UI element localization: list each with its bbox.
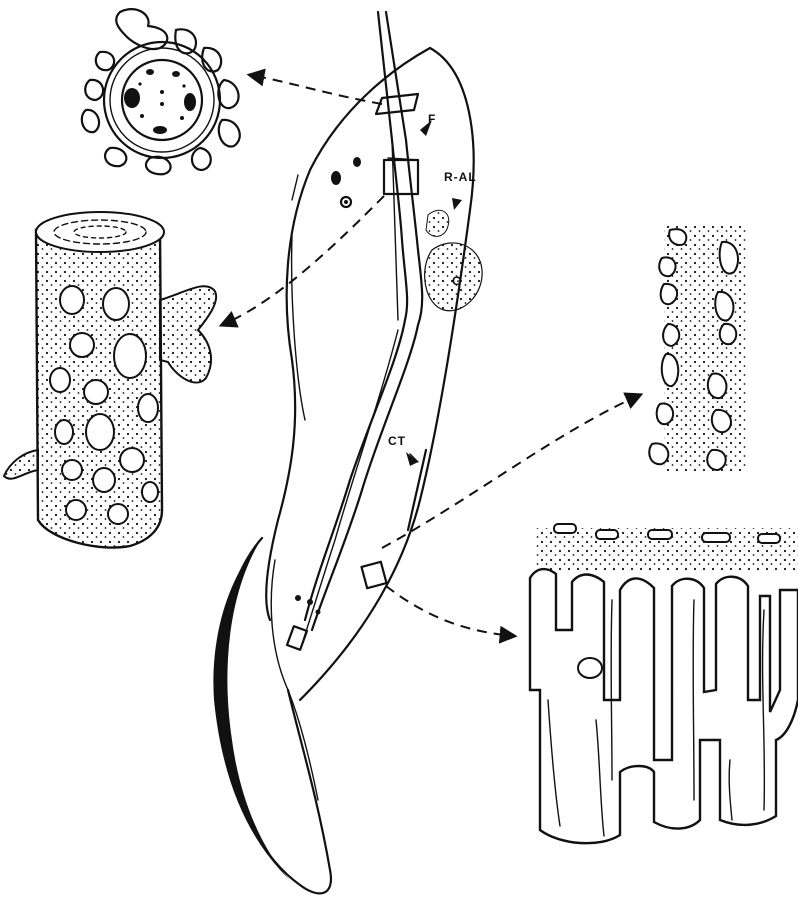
perforated-tube-view — [4, 212, 216, 548]
arrow-to-cross-section — [250, 75, 382, 104]
label-ct: CT — [388, 434, 406, 448]
central-organ — [213, 12, 482, 893]
branching-columns-view — [530, 524, 798, 843]
label-g: G — [452, 274, 462, 288]
arrow-to-perforated-tube — [222, 196, 384, 325]
stippled-strip-view — [649, 225, 746, 473]
cross-section-view — [82, 9, 240, 174]
ct-pointer — [406, 452, 418, 466]
arrow-to-branching-columns — [386, 586, 514, 636]
label-r-al: R-AL — [444, 170, 477, 184]
label-f: F — [428, 112, 436, 126]
r-al-pointer — [452, 198, 462, 210]
